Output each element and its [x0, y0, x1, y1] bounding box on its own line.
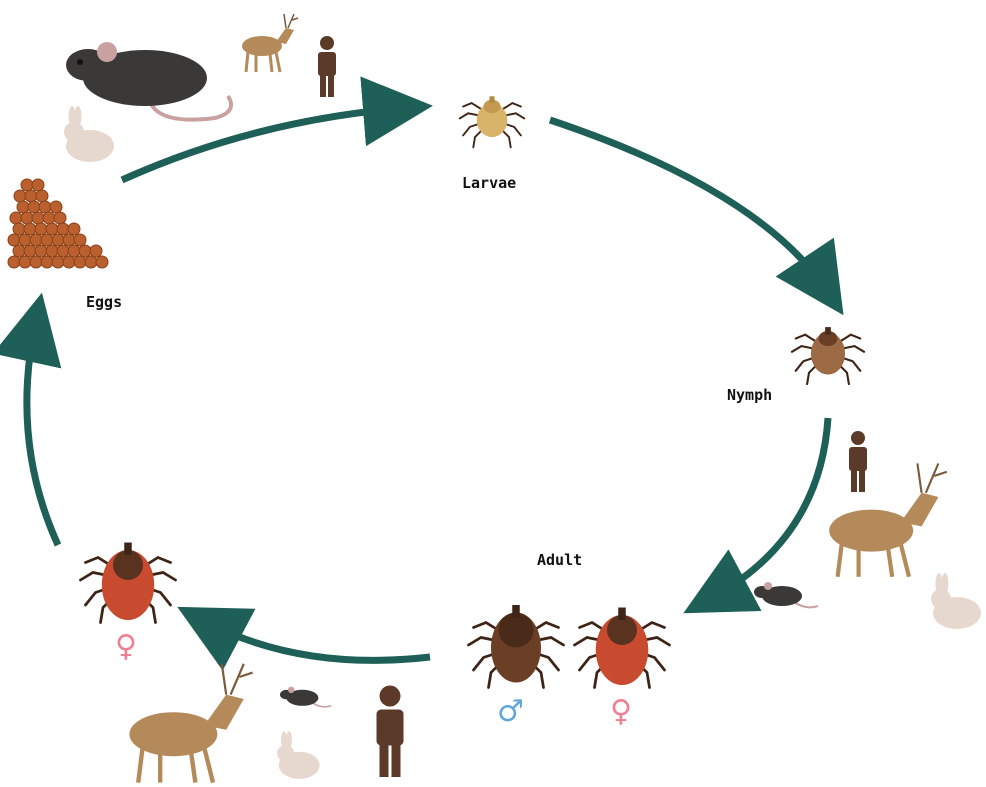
egg: [46, 223, 58, 235]
deer-icon: [242, 14, 298, 72]
engorged-female-tick-icon: [81, 543, 176, 623]
female-symbol: ♀: [610, 697, 632, 727]
egg: [85, 256, 97, 268]
egg: [63, 234, 75, 246]
egg: [25, 190, 37, 202]
egg: [30, 234, 42, 246]
egg: [41, 234, 53, 246]
egg: [39, 201, 51, 213]
egg: [19, 234, 31, 246]
egg: [46, 245, 58, 257]
egg: [74, 256, 86, 268]
egg: [96, 256, 108, 268]
label-larvae: Larvae: [462, 174, 516, 192]
egg: [54, 212, 66, 224]
label-adult: Adult: [537, 551, 582, 569]
egg: [74, 234, 86, 246]
egg: [79, 245, 91, 257]
egg-cluster-icon: [8, 179, 108, 268]
mouse-icon: [66, 42, 231, 120]
rabbit-icon: [931, 573, 981, 629]
egg: [68, 223, 80, 235]
egg: [19, 256, 31, 268]
egg: [43, 212, 55, 224]
deer-icon: [829, 463, 947, 576]
label-nymph: Nymph: [727, 386, 772, 404]
egg: [68, 245, 80, 257]
egg: [52, 234, 64, 246]
egg: [90, 245, 102, 257]
arrow-adult-to-female: [202, 620, 430, 660]
larva-tick-icon: [460, 96, 525, 147]
egg: [28, 201, 40, 213]
arrow-larvae-to-nymph: [550, 120, 828, 292]
egg: [52, 256, 64, 268]
arrow-nymph-to-adult: [708, 418, 828, 600]
egg: [35, 223, 47, 235]
egg: [14, 190, 26, 202]
egg: [30, 256, 42, 268]
rabbit-icon: [64, 106, 114, 162]
human-icon: [318, 36, 336, 97]
egg: [24, 223, 36, 235]
adult-male-tick-icon: [469, 605, 564, 688]
mouse-icon: [754, 582, 818, 607]
male-symbol: ♂: [497, 697, 524, 727]
egg: [13, 245, 25, 257]
egg: [41, 256, 53, 268]
mouse-icon: [280, 687, 331, 707]
egg: [13, 223, 25, 235]
egg: [17, 201, 29, 213]
egg: [24, 245, 36, 257]
egg: [21, 179, 33, 191]
deer-icon: [129, 664, 252, 783]
egg: [32, 212, 44, 224]
egg: [57, 223, 69, 235]
rabbit-icon: [277, 731, 320, 779]
egg: [21, 212, 33, 224]
egg: [8, 256, 20, 268]
label-eggs: Eggs: [86, 293, 122, 311]
egg: [63, 256, 75, 268]
arrow-female-to-eggs: [27, 320, 58, 545]
egg: [57, 245, 69, 257]
female-symbol-engorged: ♀: [115, 632, 137, 662]
human-icon: [377, 686, 404, 778]
adult-female-tick-icon: [575, 608, 670, 688]
egg: [35, 245, 47, 257]
egg: [10, 212, 22, 224]
egg: [36, 190, 48, 202]
nymph-tick-icon: [792, 327, 864, 384]
egg: [50, 201, 62, 213]
human-icon: [849, 431, 867, 492]
egg: [8, 234, 20, 246]
arrow-eggs-to-larvae: [122, 108, 405, 180]
egg: [32, 179, 44, 191]
